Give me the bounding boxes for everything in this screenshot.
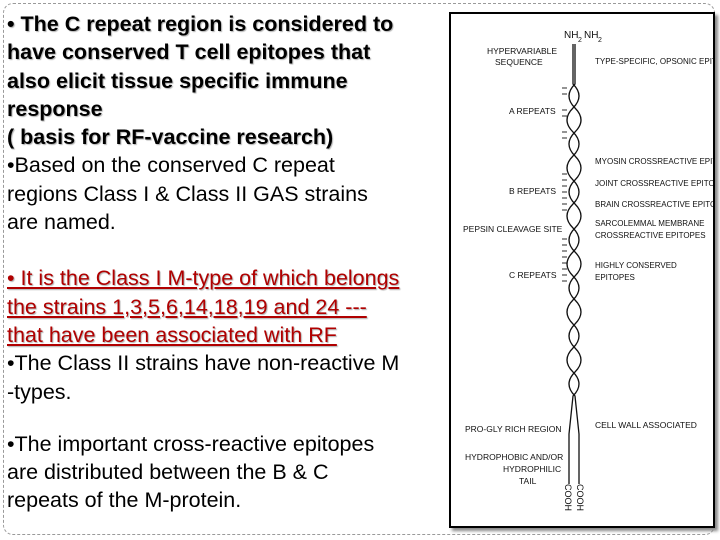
bullet-class-i-strains: • It is the Class I M-type of which belo… <box>7 264 447 349</box>
c-repeat-ticks <box>562 238 567 282</box>
nh2-left-sub: 2 <box>578 37 582 44</box>
coil-strand-left <box>566 44 580 484</box>
label-hypervariable: HYPERVARIABLE <box>487 46 557 56</box>
text-line: •The important cross-reactive epitopes <box>7 431 375 456</box>
label-hydrophilic: HYDROPHILIC <box>503 464 561 474</box>
label-tail: TAIL <box>519 476 537 486</box>
cooh-left-label: COOH <box>563 484 573 511</box>
text-line: -types. <box>7 379 72 404</box>
text-line: •The Class II strains have non-reactive … <box>7 351 400 376</box>
label-joint: JOINT CROSSREACTIVE EPITOPE <box>595 179 713 188</box>
text-line: have conserved T cell epitopes that <box>7 40 371 65</box>
label-b-repeats: B REPEATS <box>509 186 556 196</box>
text-line: are named. <box>7 210 116 235</box>
label-a-repeats: A REPEATS <box>509 106 556 116</box>
label-hydrophobic: HYDROPHOBIC AND/OR <box>465 452 563 462</box>
text-line: that have been associated with RF <box>7 322 337 347</box>
text-line: •Based on the conserved C repeat <box>7 153 335 178</box>
bullet-class-naming: •Based on the conserved C repeat regions… <box>7 151 447 236</box>
label-sequence: SEQUENCE <box>495 57 543 67</box>
label-epitopes: EPITOPES <box>595 273 635 282</box>
bullet-cross-reactive-epitopes: •The important cross-reactive epitopes a… <box>7 430 447 515</box>
label-type-specific: TYPE-SPECIFIC, OPSONIC EPITOPES <box>595 57 713 66</box>
text-line: • It is the Class I M-type of which belo… <box>7 266 400 291</box>
bullet-class-ii-strains: •The Class II strains have non-reactive … <box>7 349 447 406</box>
label-c-repeats: C REPEATS <box>509 270 557 280</box>
text-column: • The C repeat region is considered to h… <box>7 10 447 515</box>
text-line: • The C repeat region is considered to <box>7 12 394 36</box>
label-myosin: MYOSIN CROSSREACTIVE EPITOPES <box>595 157 713 166</box>
text-line: are distributed between the B & C <box>7 460 329 485</box>
bullet-c-repeat-region: • The C repeat region is considered to h… <box>7 10 447 151</box>
nh2-right-sub: 2 <box>598 37 602 44</box>
text-line: the strains 1,3,5,6,14,18,19 and 24 --- <box>7 294 367 319</box>
label-cell-wall: CELL WALL ASSOCIATED <box>595 420 697 430</box>
label-pro-gly: PRO-GLY RICH REGION <box>465 424 562 434</box>
m-protein-diagram: NH 2 NH 2 HYPERVARIABLE SEQUENCE A REPEA… <box>449 12 715 528</box>
nh2-right-label: NH <box>584 30 598 41</box>
label-highly-conserved: HIGHLY CONSERVED <box>595 261 677 270</box>
label-pepsin-site: PEPSIN CLEAVAGE SITE <box>463 224 563 234</box>
text-line: ( basis for RF-vaccine research) <box>7 125 334 150</box>
coil-strand-right <box>568 44 582 484</box>
a-repeat-ticks <box>562 87 567 139</box>
cooh-right-label: COOH <box>575 484 585 511</box>
text-line: response <box>7 96 103 121</box>
label-sarcolemmal-2: CROSSREACTIVE EPITOPES <box>595 231 706 240</box>
text-line: repeats of the M-protein. <box>7 488 242 513</box>
b-repeat-ticks <box>562 173 567 211</box>
label-brain: BRAIN CROSSREACTIVE EPITOPE <box>595 200 713 209</box>
label-sarcolemmal: SARCOLEMMAL MEMBRANE <box>595 219 705 228</box>
m-protein-svg: NH 2 NH 2 HYPERVARIABLE SEQUENCE A REPEA… <box>463 30 713 511</box>
text-line: regions Class I & Class II GAS strains <box>7 181 368 206</box>
text-line: also elicit tissue specific immune <box>7 68 348 93</box>
nh2-left-label: NH <box>564 30 578 41</box>
